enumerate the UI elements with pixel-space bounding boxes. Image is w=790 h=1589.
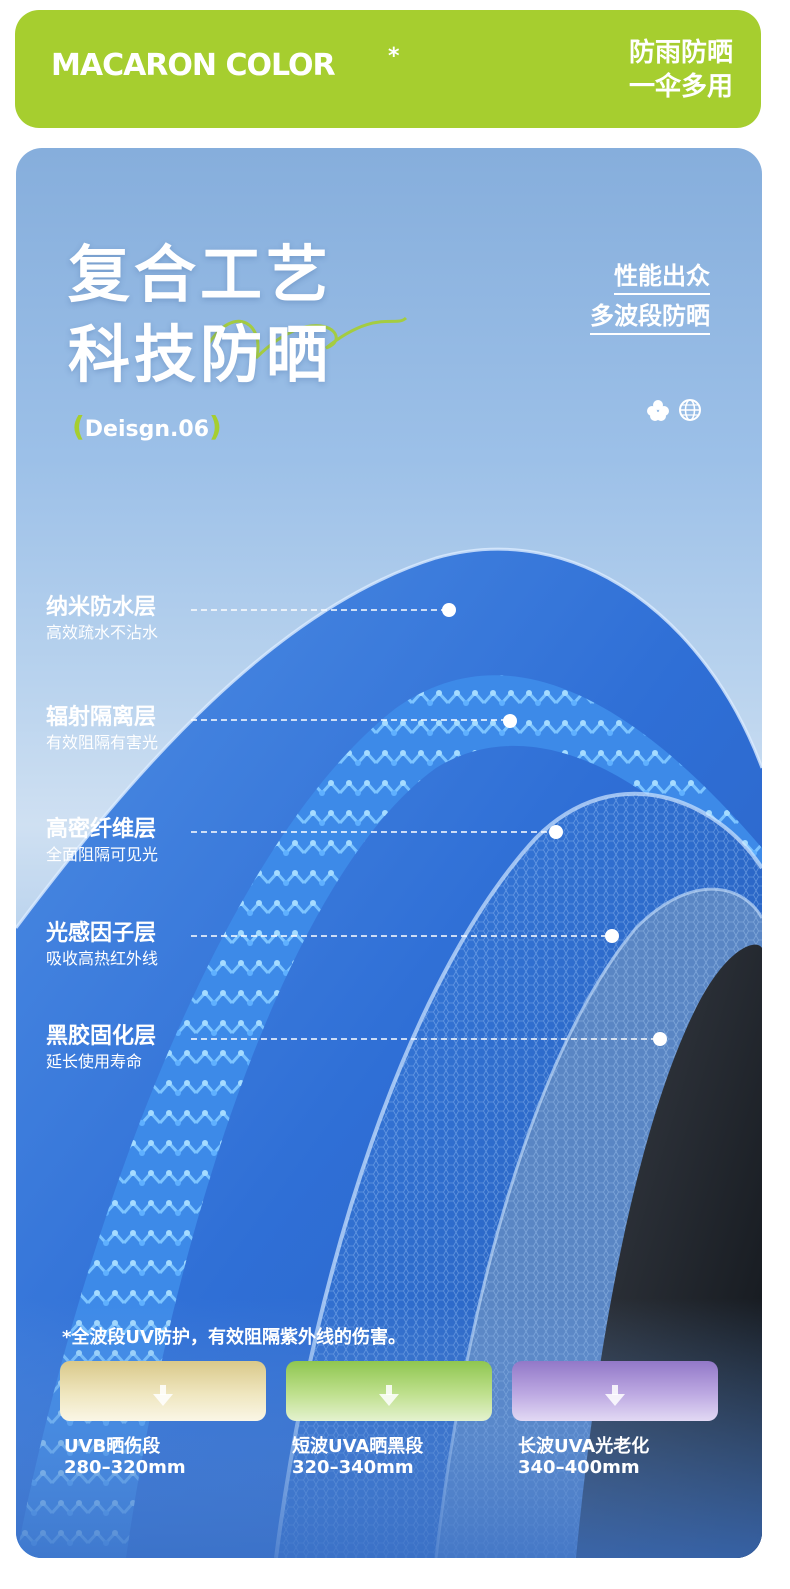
decor-icons bbox=[647, 399, 701, 421]
uv-protection-note: *全波段UV防护，有效阻隔紫外线的伤害。 bbox=[62, 1327, 406, 1348]
layer-pointers bbox=[191, 603, 667, 1046]
slogan: 防雨防晒 一伞多用 bbox=[629, 36, 733, 104]
feature-tag-multiband: 多波段防晒 bbox=[590, 296, 710, 335]
hero-title-line-2: 科技防晒 bbox=[68, 318, 333, 391]
layer-name: 辐射隔离层 bbox=[46, 705, 157, 730]
layer-label-high-density-fiber: 高密纤维层 全面阻隔可见光 bbox=[46, 816, 158, 866]
uv-band-name-uva-short: 短波UVA晒黑段 bbox=[292, 1436, 424, 1457]
design-code-open-paren: ( bbox=[72, 410, 85, 443]
layer-name: 纳米防水层 bbox=[46, 595, 157, 620]
design-code-text: Deisgn.06 bbox=[84, 417, 209, 442]
down-arrow-icon bbox=[379, 1385, 399, 1406]
uv-band-range-uva-long: 340–400mm bbox=[518, 1457, 640, 1478]
uv-band-name-uvb: UVB晒伤段 bbox=[64, 1436, 161, 1457]
layer-desc: 有效阻隔有害光 bbox=[46, 733, 159, 752]
flower-icon bbox=[647, 400, 669, 421]
design-code: (Deisgn.06) bbox=[72, 410, 222, 443]
uv-band-card-uva-short bbox=[286, 1361, 492, 1421]
layer-label-black-glue: 黑胶固化层 延长使用寿命 bbox=[46, 1023, 156, 1073]
layer-name: 高密纤维层 bbox=[46, 817, 157, 842]
uv-band-range-uva-short: 320–340mm bbox=[292, 1457, 414, 1478]
feature-tag-performance: 性能出众 bbox=[614, 256, 710, 295]
uv-band-range-uvb: 280–320mm bbox=[64, 1457, 186, 1478]
layer-desc: 吸收高热红外线 bbox=[46, 949, 159, 968]
layer-label-nano-waterproof: 纳米防水层 高效疏水不沾水 bbox=[46, 594, 158, 644]
layer-name: 光感因子层 bbox=[46, 921, 157, 946]
hero-title-line-1: 复合工艺 bbox=[68, 238, 333, 311]
down-arrow-icon bbox=[605, 1385, 625, 1406]
uv-band-card-uvb bbox=[60, 1361, 266, 1421]
header-banner: MACARON COLOR * 防雨防晒 一伞多用 bbox=[15, 10, 761, 128]
layer-label-light-sense: 光感因子层 吸收高热红外线 bbox=[46, 920, 158, 970]
slogan-line-1: 防雨防晒 bbox=[628, 38, 733, 68]
uv-band-name-uva-long: 长波UVA光老化 bbox=[518, 1436, 650, 1457]
brand-logo: MACARON COLOR bbox=[51, 48, 336, 83]
down-arrow-icon bbox=[153, 1385, 173, 1406]
design-code-close-paren: ) bbox=[209, 410, 222, 443]
slogan-line-2: 一伞多用 bbox=[628, 72, 733, 102]
layer-name: 黑胶固化层 bbox=[46, 1024, 157, 1049]
layer-desc: 延长使用寿命 bbox=[46, 1052, 143, 1071]
hero-card: 复合工艺 科技防晒 (Deisgn.06) 性能出众 多波段防晒 纳米防水层 高… bbox=[16, 148, 762, 1558]
uv-band-card-uva-long bbox=[512, 1361, 718, 1421]
layer-label-radiation-isolation: 辐射隔离层 有效阻隔有害光 bbox=[46, 704, 158, 754]
layer-desc: 高效疏水不沾水 bbox=[46, 623, 159, 642]
globe-icon bbox=[679, 399, 701, 421]
brand-mark: * bbox=[388, 44, 400, 69]
layer-desc: 全面阻隔可见光 bbox=[46, 845, 159, 864]
